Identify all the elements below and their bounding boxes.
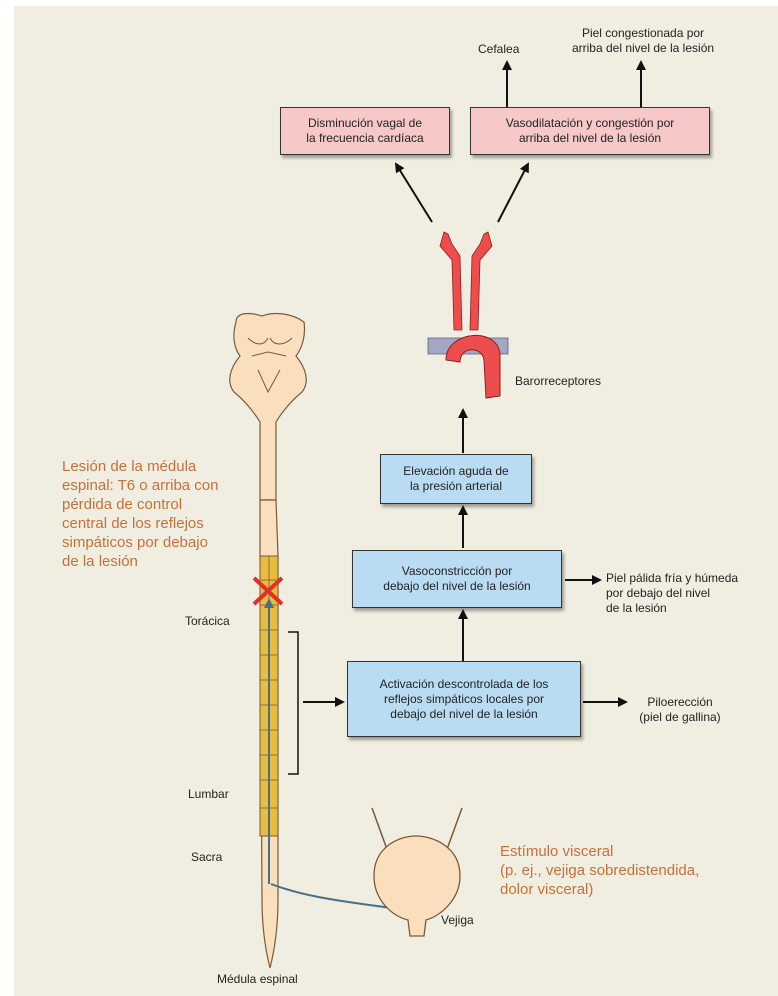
- vasoconstriction-box: Vasoconstricción por debajo del nivel de…: [352, 550, 562, 608]
- ascending-pathway-arrow: [269, 600, 392, 908]
- piloerection-label: Piloerección (piel de gallina): [620, 695, 740, 725]
- skin-congested-label: Piel congestionada por arriba del nivel …: [550, 26, 736, 56]
- vagal-reduction-box: Disminución vagal de la frecuencia cardí…: [280, 107, 450, 155]
- visceral-stimulus-description: Estímulo visceral (p. ej., vejiga sobred…: [500, 842, 699, 899]
- lesion-description: Lesión de la médula espinal: T6 o arriba…: [62, 457, 218, 571]
- brainstem-illustration: [230, 314, 307, 500]
- vasodilation-box: Vasodilatación y congestión por arriba d…: [470, 107, 710, 155]
- blood-pressure-box: Elevación aguda de la presión arterial: [380, 454, 532, 504]
- baroreceptors-label: Barorreceptores: [515, 374, 601, 389]
- thoracic-label: Torácica: [185, 614, 230, 629]
- cefalea-label: Cefalea: [478, 42, 519, 57]
- sacral-label: Sacra: [191, 850, 222, 865]
- segment-bracket: [288, 632, 298, 774]
- lumbar-label: Lumbar: [188, 787, 229, 802]
- bladder-label: Vejiga: [441, 913, 474, 928]
- spinal-cord-label: Médula espinal: [217, 972, 298, 987]
- baroreceptor-arteries: [428, 232, 508, 398]
- skin-pale-label: Piel pálida fría y húmeda por debajo del…: [606, 571, 738, 616]
- sympathetic-activation-box: Activación descontrolada de los reflejos…: [347, 661, 581, 737]
